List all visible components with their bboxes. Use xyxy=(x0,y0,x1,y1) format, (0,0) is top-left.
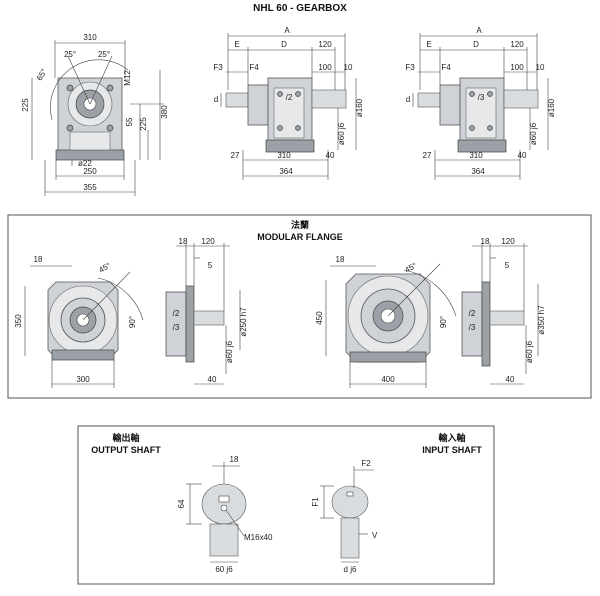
side1-shaft-d: ø160 xyxy=(355,98,364,117)
flange-right-side-r2: /2 xyxy=(469,309,476,318)
flange-right-angle: 45° xyxy=(403,261,418,275)
flange-right-side-5: 5 xyxy=(505,261,510,270)
front-height-right: 380 xyxy=(160,105,169,119)
front-thread: M12 xyxy=(123,70,132,86)
side1-F3: F3 xyxy=(213,63,223,72)
flange-right-height: 450 xyxy=(315,311,324,325)
front-dim-55: 55 xyxy=(125,117,134,126)
flange-right-side xyxy=(461,243,539,385)
gearbox-side-view-1 xyxy=(220,33,357,180)
flange-right-side-40: 40 xyxy=(506,375,515,384)
front-top-width: 310 xyxy=(83,33,97,42)
flange-left-18: 18 xyxy=(34,255,43,264)
flange-left-height: 350 xyxy=(14,314,23,328)
flange-left-side-5: 5 xyxy=(208,261,213,270)
side2-364: 364 xyxy=(471,167,485,176)
flange-left-angle: 45° xyxy=(97,261,112,275)
input-shaft-en: INPUT SHAFT xyxy=(422,445,482,455)
flange-right-90: 90° xyxy=(439,316,448,328)
flange-left-side xyxy=(165,243,241,385)
flange-left-side-120: 120 xyxy=(201,237,215,246)
gearbox-side-view-2 xyxy=(412,33,549,180)
gearbox-front-view xyxy=(31,40,164,196)
page-title: NHL 60 - GEARBOX xyxy=(253,3,347,14)
side2-shaft-d: ø160 xyxy=(547,98,556,117)
front-angle-right: 25° xyxy=(98,50,110,59)
front-angle-side: 65° xyxy=(35,67,49,82)
flange-left-side-r2: /2 xyxy=(173,309,180,318)
side2-27: 27 xyxy=(423,151,432,160)
input-shaft-F1: F1 xyxy=(311,497,320,507)
side1-A: A xyxy=(284,26,290,35)
input-shaft-dia: d j6 xyxy=(344,565,357,574)
output-shaft-thread: M16x40 xyxy=(244,533,273,542)
side2-D: D xyxy=(473,40,479,49)
front-foot-width: 250 xyxy=(83,167,97,176)
side2-A: A xyxy=(476,26,482,35)
flange-left-90: 90° xyxy=(128,316,137,328)
flange-left-side-shaft: ø60 j6 xyxy=(225,340,234,363)
side2-d: d xyxy=(406,95,410,104)
flange-right-side-r3: /3 xyxy=(469,323,476,332)
flange-right-side-dia: ø350 h7 xyxy=(537,305,546,335)
side1-F4: F4 xyxy=(249,63,259,72)
side1-ratio: /2 xyxy=(286,93,293,102)
side1-27: 27 xyxy=(231,151,240,160)
side1-D: D xyxy=(281,40,287,49)
shafts-panel-frame xyxy=(77,425,495,585)
flange-left-side-40: 40 xyxy=(208,375,217,384)
side1-364: 364 xyxy=(279,167,293,176)
side2-E: E xyxy=(426,40,431,49)
input-shaft-drawing xyxy=(320,466,374,563)
side1-d: d xyxy=(214,95,218,104)
flange-title-cn: 法蘭 xyxy=(291,219,309,230)
side2-40: 40 xyxy=(518,151,527,160)
side2-ratio: /3 xyxy=(478,93,485,102)
front-angle-left: 25° xyxy=(64,50,76,59)
flange-right-side-18: 18 xyxy=(481,237,490,246)
side2-310: 310 xyxy=(469,151,483,160)
flange-right-front xyxy=(325,263,457,388)
side1-E: E xyxy=(234,40,239,49)
side1-10: 10 xyxy=(344,63,353,72)
output-shaft-en: OUTPUT SHAFT xyxy=(91,445,161,455)
front-overall-width: 355 xyxy=(83,183,97,192)
flange-title-en: MODULAR FLANGE xyxy=(257,232,343,242)
side2-shaft-d2: ø60 j6 xyxy=(529,122,538,145)
flange-left-side-18: 18 xyxy=(179,237,188,246)
side2-F4: F4 xyxy=(441,63,451,72)
side1-shaft-d2: ø60 j6 xyxy=(337,122,346,145)
output-shaft-18: 18 xyxy=(230,455,239,464)
flange-right-width: 400 xyxy=(381,375,395,384)
flange-left-side-r3: /3 xyxy=(173,323,180,332)
output-shaft-64: 64 xyxy=(177,499,186,508)
input-shaft-F2: F2 xyxy=(361,459,371,468)
output-shaft-cn: 輸出軸 xyxy=(112,432,139,443)
front-foot-hole: ø22 xyxy=(78,159,92,168)
side1-120: 120 xyxy=(318,40,332,49)
side2-120: 120 xyxy=(510,40,524,49)
front-height-left: 225 xyxy=(21,98,30,112)
flange-left-front xyxy=(24,265,144,388)
output-shaft-dia: 60 j6 xyxy=(215,565,233,574)
side2-F3: F3 xyxy=(405,63,415,72)
side2-100: 100 xyxy=(510,63,524,72)
flange-right-side-shaft: ø60 j6 xyxy=(525,340,534,363)
input-shaft-cn: 輸入軸 xyxy=(438,432,465,443)
side1-310: 310 xyxy=(277,151,291,160)
flange-left-width: 300 xyxy=(76,375,90,384)
side2-10: 10 xyxy=(536,63,545,72)
flange-right-18: 18 xyxy=(336,255,345,264)
input-shaft-V: V xyxy=(372,531,378,540)
output-shaft-drawing xyxy=(186,462,247,563)
flange-left-side-dia: ø250 h7 xyxy=(239,307,248,337)
side1-40: 40 xyxy=(326,151,335,160)
flange-panel-frame xyxy=(7,214,592,399)
front-dim-225: 225 xyxy=(139,117,148,131)
flange-right-side-120: 120 xyxy=(501,237,515,246)
side1-100: 100 xyxy=(318,63,332,72)
